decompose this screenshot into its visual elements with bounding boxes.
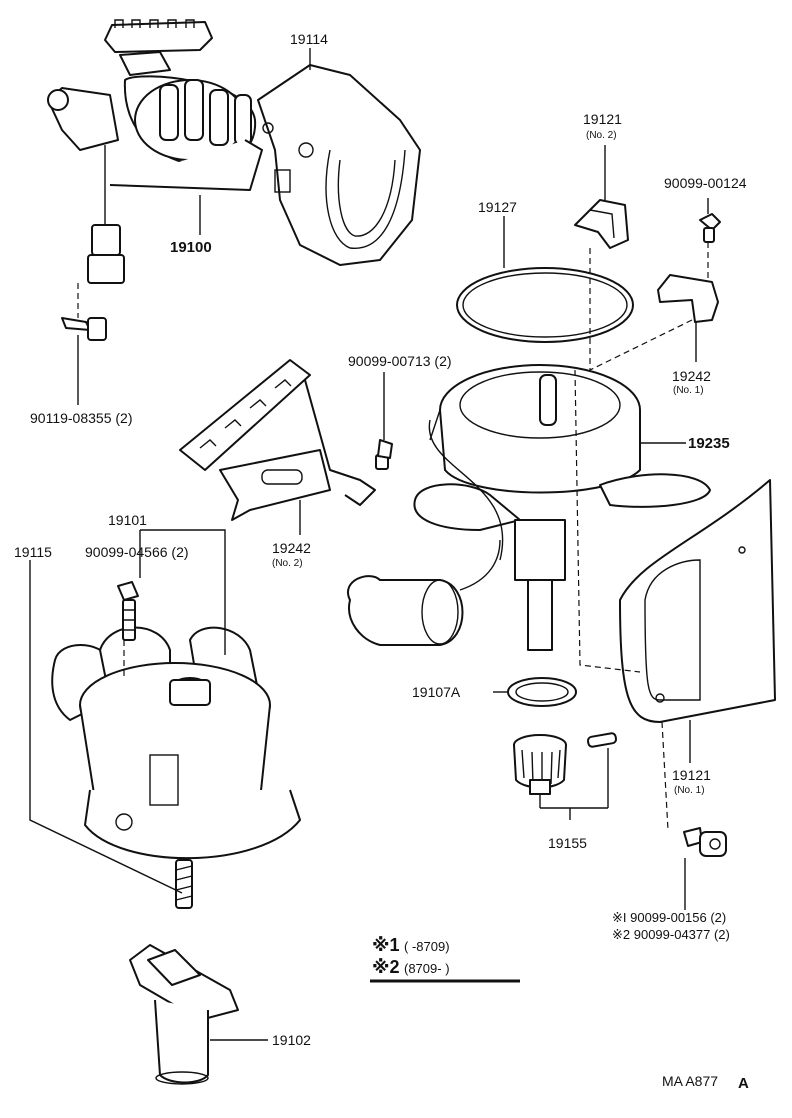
label-19242-no1-sub: (No. 1) (673, 385, 704, 396)
bracket-19242-no2 (179, 359, 376, 521)
label-19242-no1: 19242 (672, 368, 711, 384)
label-19102: 19102 (272, 1032, 311, 1048)
pin-19155 (586, 732, 618, 748)
label-19242-no2: 19242 (272, 540, 311, 556)
label-19101: 19101 (108, 512, 147, 528)
label-19114: 19114 (290, 31, 328, 47)
gear-19155 (513, 734, 567, 795)
spring-19115 (175, 859, 193, 909)
label-19242-no2-sub: (No. 2) (272, 558, 303, 569)
alignment-lines (77, 242, 709, 831)
label-90099-00713: 90099-00713 (2) (348, 353, 452, 369)
label-19155: 19155 (548, 835, 587, 851)
screw-90099-04566 (117, 581, 139, 641)
label-19121-no1-sub: (No. 1) (674, 785, 705, 796)
screw-note-1: ※I 90099-00156 (2) (612, 910, 726, 925)
label-90099-04566: 90099-04566 (2) (85, 544, 189, 560)
o-ring-19107a (507, 677, 577, 707)
legend-mark-2: ※2 (372, 957, 400, 977)
label-19121-no1: 19121 (672, 767, 711, 783)
figure-code: MA A877 (662, 1073, 718, 1089)
legend-range-2: (8709- ) (404, 961, 450, 976)
cover-19114 (257, 64, 421, 266)
legend-range-1: ( -8709) (404, 939, 450, 954)
screw-note-2: ※2 90099-04377 (2) (612, 927, 730, 942)
label-19115: 19115 (14, 544, 52, 560)
clip-19121-no2 (574, 199, 629, 249)
shield-plate-19121-no1 (619, 479, 776, 723)
label-90099-00124: 90099-00124 (664, 175, 747, 191)
screw-90099-00713 (375, 439, 393, 470)
label-19107a: 19107A (412, 684, 461, 700)
o-ring-19127 (456, 267, 634, 343)
label-90119-08355: 90119-08355 (2) (30, 410, 132, 426)
leader-lines (29, 48, 709, 1041)
figure-code-suffix: A (738, 1075, 749, 1092)
label-19235: 19235 (688, 435, 730, 452)
label-19121-no2-sub: (No. 2) (586, 130, 617, 141)
distributor-cap-19101 (51, 626, 301, 860)
housing-19235 (347, 364, 711, 651)
label-19121-no2: 19121 (583, 111, 622, 127)
label-19127: 19127 (478, 199, 517, 215)
screw-90099-00156 (683, 827, 727, 857)
bracket-19242-no1 (657, 274, 719, 323)
distributor-assembly-19100 (47, 19, 263, 284)
bolt-90119-08355 (61, 317, 107, 341)
legend-mark-1: ※1 (372, 935, 400, 955)
rotor-19102 (129, 944, 239, 1085)
date-legend: ※1 ( -8709) ※2 (8709- ) (370, 935, 520, 983)
label-19100: 19100 (170, 239, 212, 256)
screw-90099-00124 (699, 213, 721, 243)
